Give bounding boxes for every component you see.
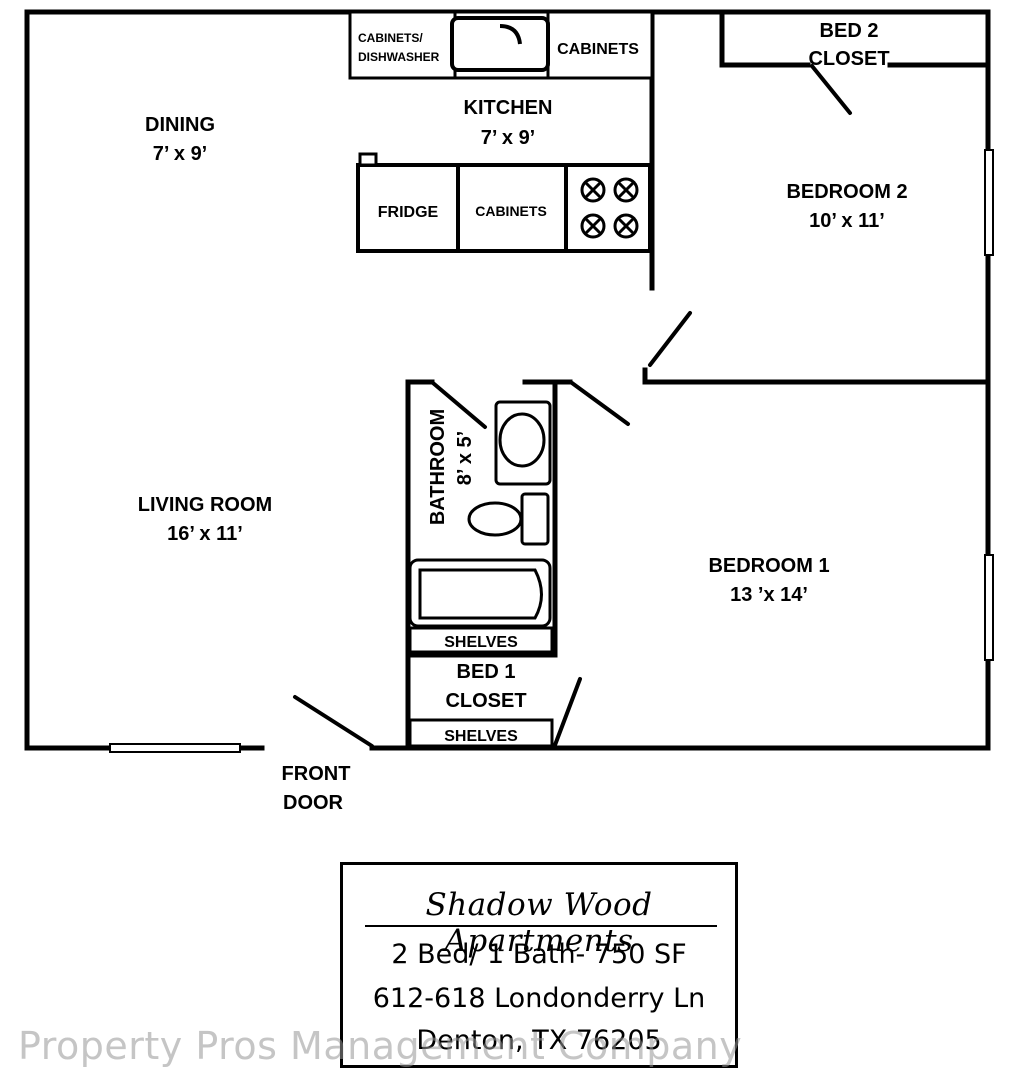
property-title: Shadow Wood Apartments: [425, 887, 653, 959]
bed1-closet-door: [553, 677, 582, 747]
fridge-label: FRIDGE: [378, 204, 439, 221]
windows: [109, 149, 994, 753]
bedroom1-label: BEDROOM 1: [708, 555, 829, 577]
street-address: 612-618 Londonderry Ln: [372, 983, 706, 1014]
kitchen-top-counter: [348, 10, 654, 80]
city-address: Denton, TX 76205: [416, 1025, 662, 1056]
bed1-closet-label: BED 1: [457, 661, 516, 683]
watermark: Property Pros Management Company: [18, 1024, 743, 1068]
bedroom1-size: 13 ’x 14’: [730, 584, 808, 606]
front-door-label: FRONT: [282, 763, 351, 785]
kitchen-lower-counter: [356, 152, 652, 253]
bed1-door: [570, 381, 630, 426]
sink-icon: [450, 16, 550, 72]
bed2-closet-label: BED 2: [820, 20, 879, 42]
cabinets-dishwasher-label-2: DISHWASHER: [358, 50, 440, 64]
kitchen-label: KITCHEN: [464, 97, 553, 119]
bathroom-label: BATHROOM: [427, 409, 449, 525]
cabinets-top-label: CABINETS: [557, 41, 639, 58]
faucet-icon: [499, 24, 522, 45]
bed2-closet-label-2: CLOSET: [808, 48, 889, 70]
shelves-upper-label: SHELVES: [444, 634, 518, 651]
bed2-closet-door: [810, 64, 852, 115]
front-door-swing: [293, 695, 374, 748]
front-door-label-2: DOOR: [283, 792, 344, 814]
dining-size: 7’ x 9’: [153, 143, 208, 165]
toilet-bowl-icon: [467, 501, 523, 537]
bed2-door: [648, 311, 692, 367]
sink-basin-icon: [498, 412, 546, 468]
bedroom2-size: 10’ x 11’: [809, 210, 885, 232]
living-room-label: LIVING ROOM: [138, 494, 272, 516]
cabinets-lower-label: CABINETS: [475, 203, 547, 219]
shelves-lower-label: SHELVES: [444, 728, 518, 745]
dining-label: DINING: [145, 114, 215, 136]
stove-burners-icon: [580, 177, 639, 239]
kitchen-size: 7’ x 9’: [481, 127, 536, 149]
bathroom-door: [431, 381, 487, 429]
property-info-box: Shadow Wood Apartments 2 Bed/ 1 Bath- 75…: [340, 862, 738, 1068]
living-room-size: 16’ x 11’: [167, 523, 243, 545]
doors: [293, 64, 852, 748]
bed1-closet-label-2: CLOSET: [445, 690, 526, 712]
unit-summary: 2 Bed/ 1 Bath- 750 SF: [391, 939, 687, 970]
title-underline: [365, 925, 717, 927]
bedroom2-label: BEDROOM 2: [786, 181, 907, 203]
bathroom-size: 8’ x 5’: [454, 431, 476, 486]
toilet-tank-icon: [520, 492, 550, 546]
bathtub-icon: [408, 558, 552, 628]
bathroom-fixtures: [408, 400, 552, 628]
cabinets-dishwasher-label: CABINETS/: [358, 31, 423, 45]
